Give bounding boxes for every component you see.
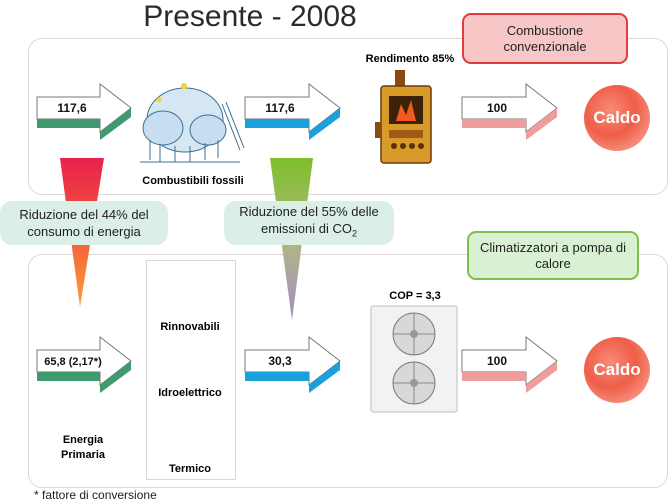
page-title: Presente - 2008 — [143, 0, 357, 33]
source-hydro-label: Idroelettrico — [158, 387, 222, 399]
bottom-arrow-2-value: 30,3 — [268, 354, 292, 368]
source-renewable-label: Rinnovabili — [160, 321, 220, 333]
top-arrow-2-value: 117,6 — [265, 101, 295, 115]
top-arrow-1 — [36, 82, 132, 140]
top-arrow-1-value: 117,6 — [57, 101, 87, 115]
energy-sources-panel — [146, 260, 236, 480]
bottom-arrow-1 — [36, 335, 132, 393]
fossil-fuels-label: Combustibili fossili — [142, 175, 244, 187]
heat-output-bottom: Caldo — [584, 337, 650, 403]
conventional-combustion-label: Combustione convenzionale — [503, 22, 587, 54]
top-arrow-3 — [461, 82, 558, 140]
bottom-panel — [28, 254, 668, 488]
heat-pump-box: Climatizzatori a pompa di calore — [467, 231, 639, 280]
efficiency-label: Rendimento 85% — [365, 53, 455, 65]
energy-reduction-text: Riduzione del 44% del consumo di energia — [19, 207, 149, 239]
boiler-icon — [375, 70, 432, 164]
cop-label: COP = 3,3 — [389, 290, 441, 302]
fossil-fuel-tanks-icon — [140, 83, 245, 163]
conventional-combustion-box: Combustione convenzionale — [462, 13, 628, 64]
emission-reduction-prefix: Riduzione del 55% delle emissioni di CO — [239, 204, 379, 237]
conversion-factor-footnote: * fattore di conversione — [34, 488, 157, 502]
bottom-arrow-3 — [461, 335, 558, 393]
top-arrow-2 — [244, 82, 341, 140]
emission-reduction-subscript: 2 — [352, 228, 358, 239]
primary-energy-label: Energia Primaria — [60, 434, 106, 461]
top-panel — [28, 38, 668, 195]
emission-reduction-text: Riduzione del 55% delle emissioni di CO2 — [224, 203, 394, 243]
heat-pump-box-label: Climatizzatori a pompa di calore — [480, 239, 626, 271]
heat-pump-unit-icon — [370, 305, 458, 413]
source-thermal-label: Termico — [169, 463, 211, 475]
emission-reduction-box: Riduzione del 55% delle emissioni di CO2 — [224, 201, 394, 245]
heat-output-top: Caldo — [584, 85, 650, 151]
bottom-arrow-2 — [244, 335, 341, 393]
top-arrow-3-value: 100 — [487, 101, 507, 115]
bottom-arrow-1-value: 65,8 (2,17*) — [44, 356, 102, 368]
energy-reduction-box: Riduzione del 44% del consumo di energia — [0, 201, 168, 245]
bottom-arrow-3-value: 100 — [487, 354, 507, 368]
